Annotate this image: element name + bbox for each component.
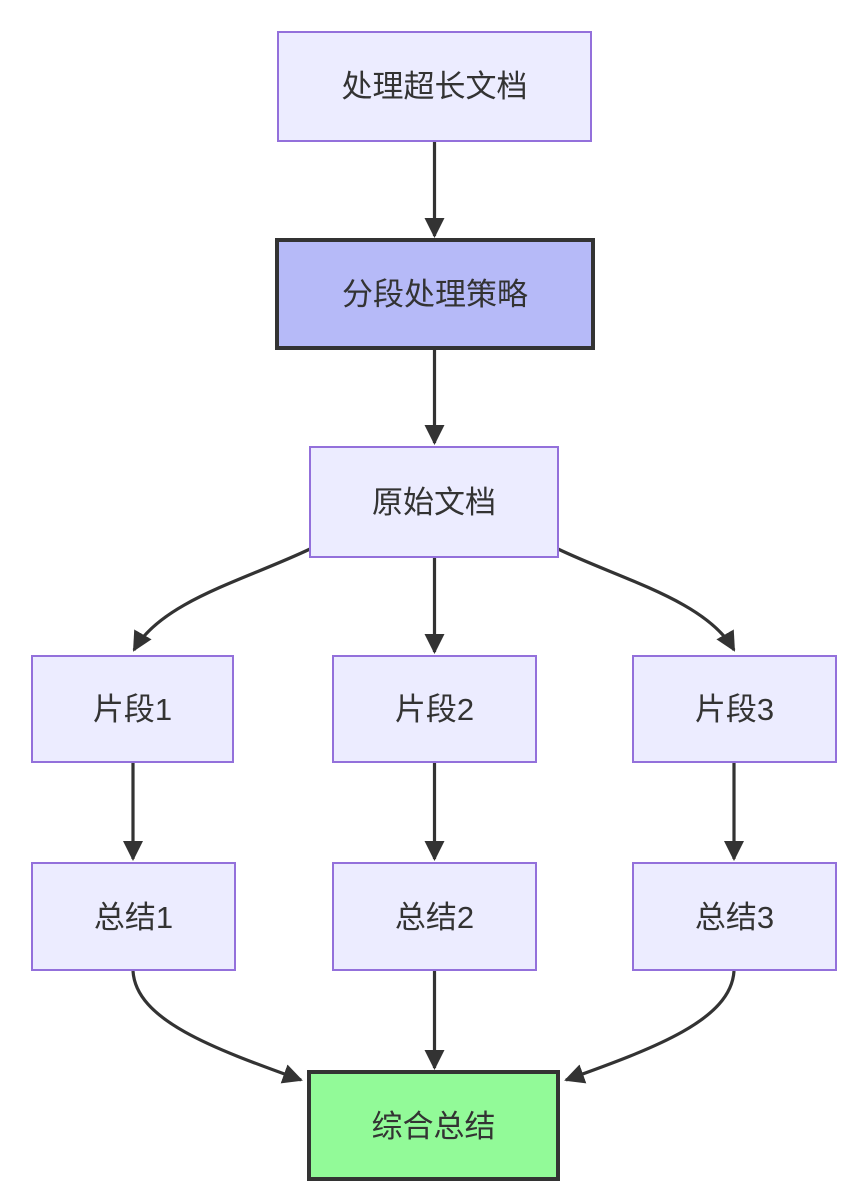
- edge-C-D1: [132, 547, 311, 652]
- node-D1: 片段1: [31, 655, 234, 763]
- node-E3: 总结3: [632, 862, 837, 971]
- node-E2-box: [332, 862, 537, 971]
- node-F-label: 综合总结: [372, 1109, 496, 1144]
- node-F-box: [307, 1070, 560, 1181]
- node-D1-box: [31, 655, 234, 763]
- node-D2-box: [332, 655, 537, 763]
- node-A-box: [277, 31, 592, 142]
- node-A: 处理超长文档: [277, 31, 592, 142]
- node-D2: 片段2: [332, 655, 537, 763]
- edge-layer: [123, 141, 744, 1084]
- node-E3-label: 总结3: [695, 900, 774, 935]
- node-E2: 总结2: [332, 862, 537, 971]
- node-B-box: [275, 238, 595, 350]
- node-B: 分段处理策略: [275, 238, 595, 350]
- node-B-label: 分段处理策略: [342, 277, 528, 312]
- node-C: 原始文档: [309, 446, 559, 558]
- node-E1-box: [31, 862, 236, 971]
- node-D2-label: 片段2: [395, 692, 474, 727]
- edge-E3-F: [564, 970, 736, 1084]
- node-E1: 总结1: [31, 862, 236, 971]
- node-E1-label: 总结1: [94, 900, 173, 935]
- node-F: 综合总结: [307, 1070, 560, 1181]
- node-D3-box: [632, 655, 837, 763]
- node-D3: 片段3: [632, 655, 837, 763]
- node-C-box: [309, 446, 559, 558]
- node-D3-label: 片段3: [695, 692, 774, 727]
- node-A-label: 处理超长文档: [342, 69, 528, 104]
- node-C-label: 原始文档: [372, 485, 496, 520]
- edge-C-D3: [557, 547, 736, 652]
- node-E2-label: 总结2: [395, 900, 474, 935]
- node-E3-box: [632, 862, 837, 971]
- edge-E1-F: [131, 970, 303, 1084]
- node-D1-label: 片段1: [93, 692, 172, 727]
